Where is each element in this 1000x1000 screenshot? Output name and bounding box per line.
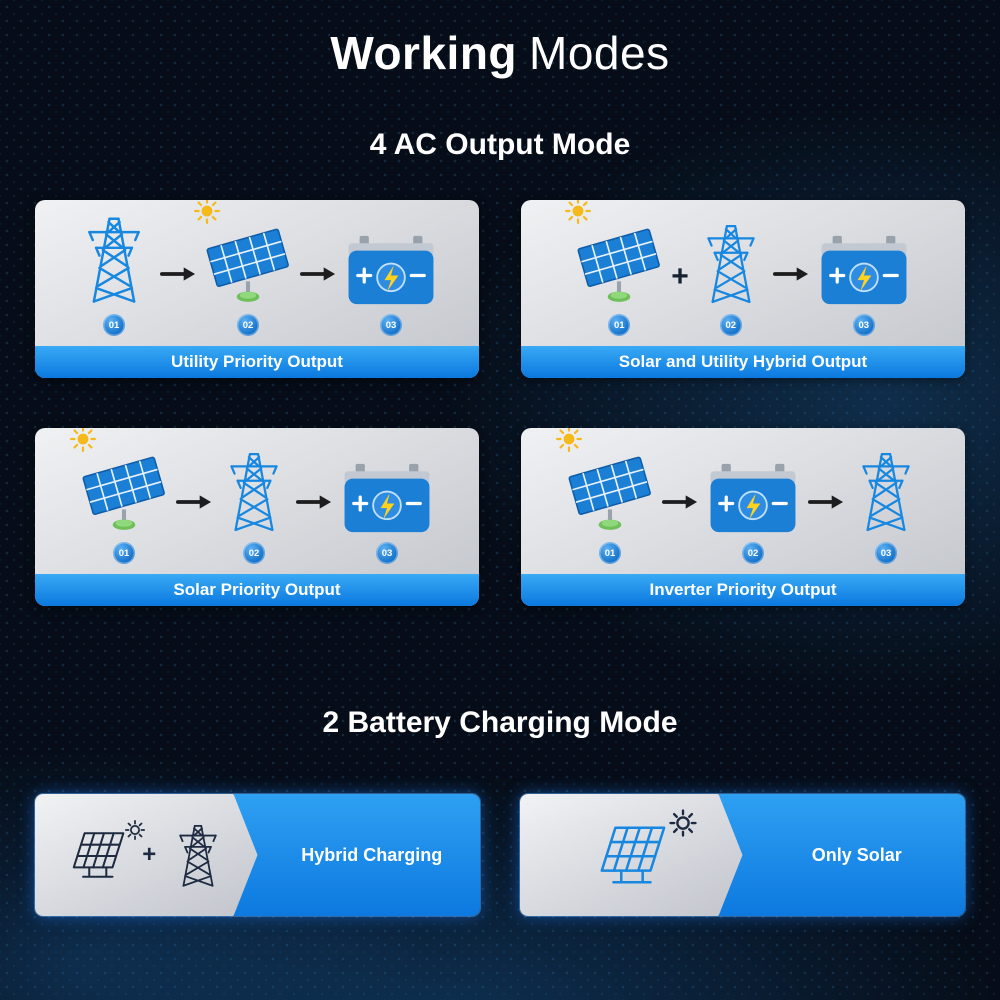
arrow-icon [300, 264, 336, 284]
transmission-tower-icon [852, 448, 920, 534]
diagram-step: 03 [344, 212, 438, 336]
sun-icon [556, 428, 582, 452]
title-light: Modes [529, 27, 670, 79]
icon-box [852, 440, 920, 534]
icon-box [340, 440, 434, 534]
sun-icon [565, 200, 591, 224]
plus-sign: + [142, 841, 157, 868]
transmission-tower-icon [170, 821, 226, 889]
icon-box [817, 212, 911, 306]
solar-panel-icon [80, 456, 168, 534]
solar-panel-icon [575, 228, 663, 306]
diagram-step: 01 [76, 212, 152, 336]
transmission-tower-icon [220, 448, 288, 534]
step-badge: 02 [742, 542, 764, 564]
diagram-step: 02 [706, 440, 800, 564]
sun-icon [194, 200, 220, 224]
step-badge: 01 [103, 314, 125, 336]
icon-box [697, 212, 765, 306]
charging-card-icons: + [35, 794, 258, 916]
arrow-icon [662, 492, 698, 512]
diagram-step: 02 [220, 440, 288, 564]
title-bold: Working [330, 27, 518, 79]
icon-box [80, 440, 168, 534]
battery-icon [340, 462, 434, 534]
arrow-icon [296, 492, 332, 512]
transmission-tower-icon [697, 220, 765, 306]
icon-box [566, 440, 654, 534]
battery-section-heading: 2 Battery Charging Mode [322, 706, 678, 739]
arrow-icon [808, 492, 844, 512]
ac-section-heading: 4 AC Output Mode [369, 128, 631, 161]
transmission-tower-icon [76, 212, 152, 306]
solar-panel-group [66, 825, 128, 885]
solar-panel-icon [66, 825, 128, 885]
step-badge: 03 [875, 542, 897, 564]
battery-icon [706, 462, 800, 534]
diagram-step: 01 [80, 440, 168, 564]
icon-box [204, 212, 292, 306]
diagram-step: 01 [575, 212, 663, 336]
step-badge: 01 [113, 542, 135, 564]
charging-card-hybrid: + Hybrid Charging [35, 794, 480, 916]
diagram-step: 03 [852, 440, 920, 564]
mode-card-label: Utility Priority Output [35, 346, 479, 378]
arrow-icon [160, 264, 196, 284]
mode-card-inverter-priority: 01 02 03 Inverter Priority Output [521, 428, 965, 606]
mode-card-label: Solar and Utility Hybrid Output [521, 346, 965, 378]
step-badge: 03 [380, 314, 402, 336]
arrow-icon [773, 264, 809, 284]
arrow-icon [176, 492, 212, 512]
step-badge: 02 [237, 314, 259, 336]
step-badge: 03 [852, 314, 875, 336]
charging-card-label: Only Solar [718, 794, 965, 916]
charging-card-label: Hybrid Charging [233, 794, 480, 916]
solar-panel-icon [590, 818, 672, 892]
icon-box [706, 440, 800, 534]
icon-box [344, 212, 438, 306]
sun-icon [668, 808, 698, 838]
diagram-step: 01 [566, 440, 654, 564]
icon-box [76, 212, 152, 306]
icon-box [575, 212, 663, 306]
plus-sign: + [671, 260, 689, 293]
step-badge: 01 [599, 542, 621, 564]
step-badge: 02 [243, 542, 265, 564]
battery-icon [344, 234, 438, 306]
mode-card-utility-priority: 01 02 03 Utility Prio [35, 200, 479, 378]
battery-icon [817, 234, 911, 306]
mode-card-solar-utility-hybrid: 01 + 02 03 Solar and Utility Hybrid [521, 200, 965, 378]
diagram-step: 03 [340, 440, 434, 564]
diagram-step: 02 [697, 212, 765, 336]
sun-icon [70, 428, 96, 452]
mode-diagram: 01 02 03 [521, 428, 965, 574]
mode-card-label: Inverter Priority Output [521, 574, 965, 606]
step-badge: 01 [608, 314, 631, 336]
step-badge: 03 [376, 542, 398, 564]
mode-diagram: 01 02 03 [35, 428, 479, 574]
mode-diagram: 01 + 02 03 [521, 200, 965, 346]
mode-card-solar-priority: 01 02 03 Solar Priority Output [35, 428, 479, 606]
charging-cards-row: + Hybrid Charging Only Solar [35, 794, 965, 916]
icon-box [220, 440, 288, 534]
charging-card-icons [520, 794, 743, 916]
mode-diagram: 01 02 03 [35, 200, 479, 346]
diagram-step: 02 [204, 212, 292, 336]
mode-card-label: Solar Priority Output [35, 574, 479, 606]
solar-panel-icon [566, 456, 654, 534]
solar-panel-group [590, 818, 672, 892]
ac-cards-grid: 01 02 03 Utility Prio [35, 200, 965, 606]
diagram-step: 03 [817, 212, 911, 336]
step-badge: 02 [719, 314, 742, 336]
sun-icon [124, 819, 146, 841]
solar-panel-icon [204, 228, 292, 306]
charging-card-only-solar: Only Solar [520, 794, 965, 916]
